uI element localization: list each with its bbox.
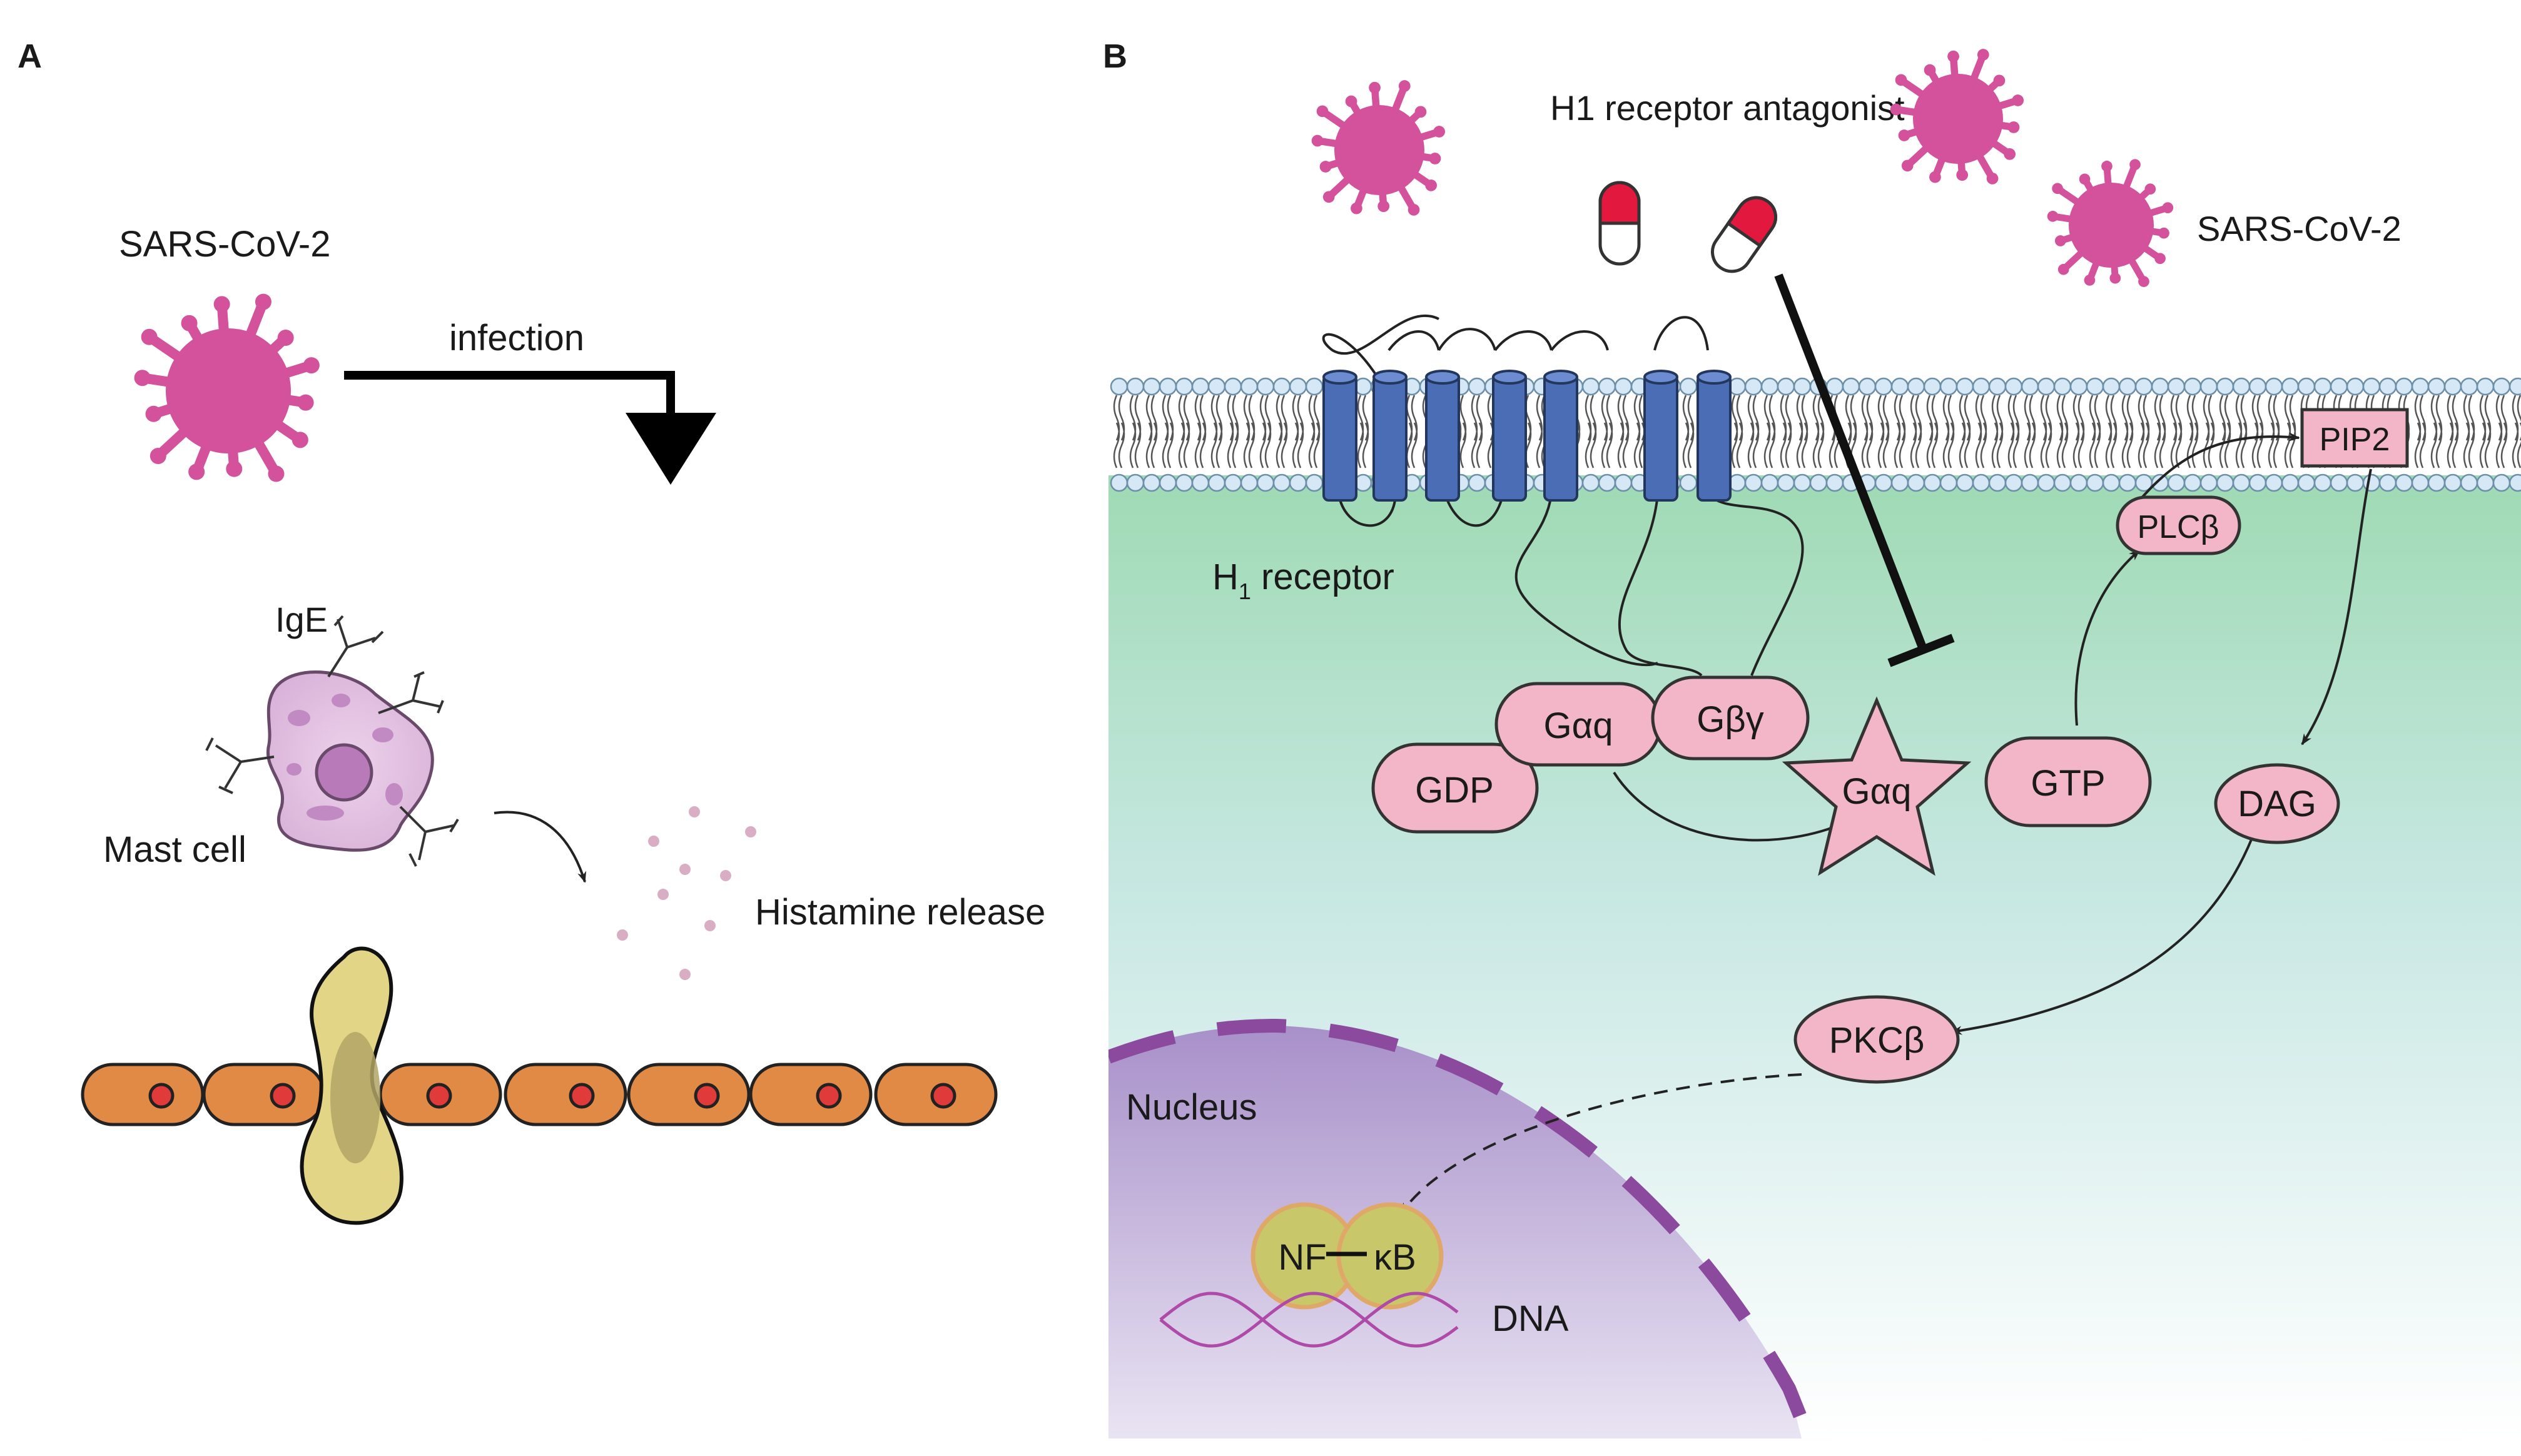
panel-b-virus-label: SARS-CoV-2 (2197, 209, 2402, 248)
dag-to-pkcb-arrow (1950, 837, 2253, 1035)
gaq-active-label: Gαq (1842, 771, 1912, 812)
h1-antagonist-label: H1 receptor antagonist (1550, 88, 1905, 128)
panel-a-virus-label: SARS-CoV-2 (119, 224, 330, 265)
gdp-node (1371, 742, 1539, 834)
gtp-label: GTP (2031, 763, 2105, 804)
dag-node (2214, 763, 2340, 844)
histamine-release-label: Histamine release (755, 892, 1045, 933)
sars-cov-2-virus-icon (134, 293, 320, 482)
sars-cov-2-virus-icon (2047, 159, 2174, 287)
nucleus-label: Nucleus (1126, 1087, 1257, 1128)
pkcb-label: PKCβ (1829, 1020, 1925, 1061)
plcb-label: PLCβ (2137, 509, 2219, 545)
gby-label: Gβγ (1697, 699, 1763, 740)
infection-label: infection (449, 318, 584, 358)
gaq-active-star (1782, 696, 1972, 876)
sars-cov-2-virus-icon (1311, 80, 1446, 216)
gtp-to-plcb-arrow (2074, 549, 2141, 726)
inhibition-line (1774, 273, 1928, 652)
endothelial-layer (81, 1063, 998, 1126)
plcb-to-pip2-arrow (2138, 432, 2300, 502)
pip2-label: PIP2 (2320, 422, 2390, 458)
panel-b-label: B (1103, 38, 1127, 75)
dna-helix-icon (1159, 1292, 1459, 1348)
h1-receptor-label: H1 receptor (1212, 557, 1394, 604)
infection-arrow (344, 371, 675, 438)
pkcb-node (1793, 995, 1960, 1084)
inhibition-bar (1887, 634, 1955, 667)
ige-label: IgE (275, 600, 328, 639)
gdp-label: GDP (1415, 770, 1494, 811)
gtp-node (1984, 736, 2152, 827)
transmigrating-leukocyte (300, 946, 403, 1225)
pip2-to-dag-arrow (2301, 468, 2372, 746)
antagonist-pill-icon (1598, 181, 1641, 266)
mast-cell-label: Mast cell (103, 829, 246, 870)
h1-receptor (1322, 370, 1732, 502)
histamine-particles (617, 806, 756, 980)
mast-cell (205, 615, 459, 867)
dag-label: DAG (2238, 784, 2316, 824)
pip2-node (2300, 408, 2409, 468)
gaq-label: Gαq (1544, 705, 1613, 746)
nf-label: NF (1278, 1237, 1326, 1278)
gby-node (1651, 675, 1810, 761)
histamine-release-arrow (494, 811, 587, 883)
dna-label: DNA (1492, 1298, 1569, 1339)
panel-a-label: A (18, 38, 42, 75)
sars-cov-2-virus-icon (1890, 49, 2024, 185)
pkcb-to-nfkb-arrow (1400, 1073, 1802, 1215)
antagonist-pill-icon (1710, 196, 1778, 273)
nf-kb-complex (1250, 1202, 1444, 1310)
kb-label: κB (1374, 1237, 1416, 1278)
plcb-node (2116, 495, 2241, 555)
h1-receptor-loops (1322, 314, 1804, 677)
infection-arrowhead (626, 413, 716, 485)
